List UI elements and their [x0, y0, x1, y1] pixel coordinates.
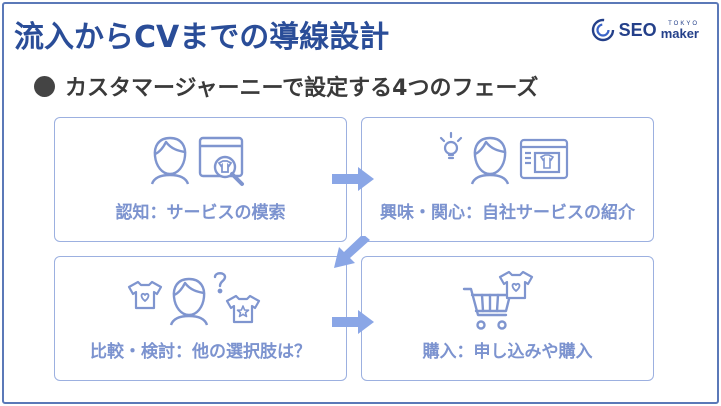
person-icon	[470, 136, 510, 185]
product-page-icon	[519, 138, 569, 180]
shopping-cart-icon	[462, 287, 512, 330]
arrow-right-icon	[332, 310, 374, 334]
person-question-icon	[169, 272, 227, 326]
logo-seo-text: SEO	[618, 19, 657, 40]
phase-label: 購入：申し込みや購入	[422, 342, 593, 362]
phase-card-awareness: 認知：サービスの模索	[54, 117, 347, 242]
phase-label: 比較・検討：他の選択肢は？	[90, 342, 311, 362]
seo-maker-logo: SEO TOKYO maker	[591, 18, 699, 42]
tshirt-heart-icon	[127, 280, 163, 310]
phase-label: 認知：サービスの模索	[115, 203, 286, 223]
subtitle: カスタマージャーニーで設定する4つのフェーズ	[34, 70, 538, 102]
logo-maker-text: maker	[660, 25, 699, 41]
logo-tokyo-text: TOKYO	[668, 20, 699, 27]
phase-card-consideration: 比較・検討：他の選択肢は？	[54, 256, 347, 381]
page-title: 流入からCVまでの導線設計	[14, 20, 390, 55]
lightbulb-icon	[439, 131, 463, 160]
phase-card-purchase: 購入：申し込みや購入	[361, 256, 654, 381]
arrow-right-icon	[332, 167, 374, 191]
arrow-down-left-icon	[334, 236, 370, 268]
search-window-icon	[198, 136, 244, 186]
subtitle-text: カスタマージャーニーで設定する4つのフェーズ	[65, 76, 539, 101]
phase-label: 興味・関心：自社サービスの紹介	[380, 203, 635, 223]
bullet-icon	[34, 75, 55, 97]
tshirt-heart-icon	[498, 270, 534, 300]
person-icon	[150, 136, 190, 185]
tshirt-star-icon	[225, 294, 261, 324]
logo-swirl-icon	[591, 18, 614, 42]
phase-card-interest: 興味・関心：自社サービスの紹介	[361, 117, 654, 242]
